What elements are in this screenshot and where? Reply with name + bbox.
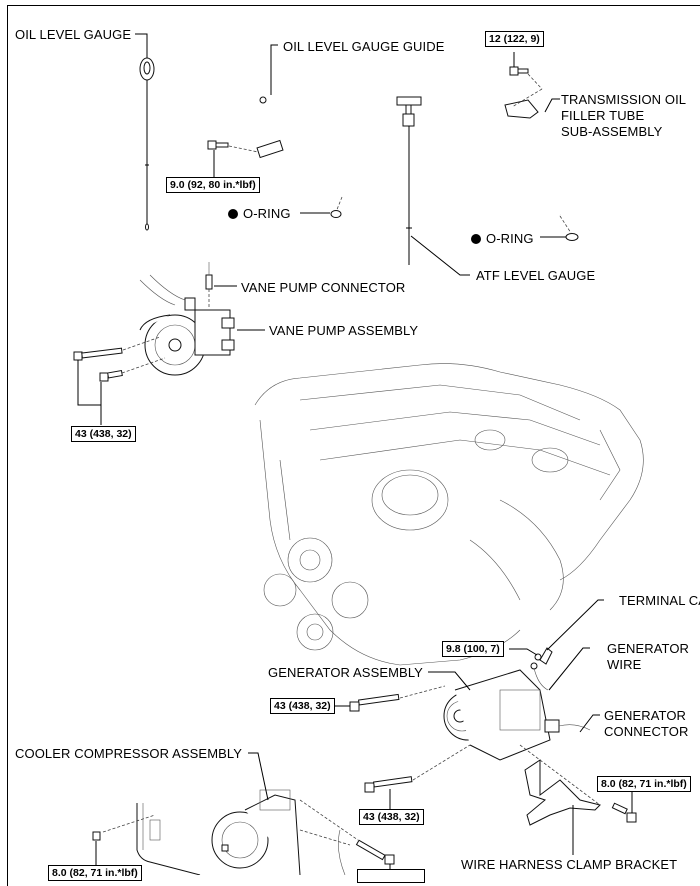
non-reusable-dot-icon — [471, 234, 481, 244]
label-o-ring-1: O-RING — [228, 206, 291, 221]
generator-part — [443, 669, 551, 761]
label-wire-harness-clamp-bracket: WIRE HARNESS CLAMP BRACKET — [461, 857, 678, 872]
torque-filler-tube-bolt: 12 (122, 9) — [485, 31, 544, 47]
transmission-filler-tube-part — [486, 74, 562, 216]
label-vane-pump-connector: VANE PUMP CONNECTOR — [241, 280, 406, 295]
torque-compressor-bracket-bolt: 8.0 (82, 71 in.*lbf) — [48, 865, 142, 881]
engine-block-part — [254, 363, 644, 666]
generator-wire-nut — [534, 653, 542, 661]
o-ring-part — [330, 210, 342, 218]
label-generator-wire-line2: WIRE — [607, 657, 642, 672]
oil-level-gauge-guide-part — [256, 96, 352, 198]
o-ring-text: O-RING — [486, 231, 534, 246]
label-transmission-line3: SUB-ASSEMBLY — [561, 124, 663, 139]
bolt-icon — [509, 66, 519, 76]
label-cooler-compressor-assembly: COOLER COMPRESSOR ASSEMBLY — [15, 746, 243, 761]
leader-generator-wire — [548, 647, 590, 691]
label-generator-assembly: GENERATOR ASSEMBLY — [268, 665, 423, 680]
leader-transmission-filler-tube — [544, 98, 560, 113]
bolt-icon — [92, 831, 101, 841]
torque-clamp-bracket-bolt: 8.0 (82, 71 in.*lbf) — [597, 776, 691, 792]
o-ring-text: O-RING — [243, 206, 291, 221]
label-oil-level-gauge-guide: OIL LEVEL GAUGE GUIDE — [283, 39, 445, 54]
leader-cooler-compressor — [248, 752, 269, 801]
torque-generator-wire-nut: 9.8 (100, 7) — [442, 641, 504, 657]
torque-vane-pump-bolts: 43 (438, 32) — [71, 426, 136, 442]
atf-level-gauge-part — [396, 96, 422, 265]
bolt-icon — [73, 347, 123, 382]
label-vane-pump-assembly: VANE PUMP ASSEMBLY — [269, 323, 419, 338]
torque-compressor-bolt-cutoff — [357, 869, 425, 883]
torque-gauge-guide-bolt: 9.0 (92, 80 in.*lbf) — [166, 177, 260, 193]
label-o-ring-2: O-RING — [471, 231, 534, 246]
bolt-icon — [349, 693, 400, 712]
leader-generator-assembly — [428, 671, 471, 691]
leader-oil-level-gauge — [135, 33, 148, 58]
torque-generator-bolt-lower: 43 (438, 32) — [359, 809, 424, 825]
o-ring-part — [565, 233, 579, 241]
label-generator-connector-line2: CONNECTOR — [604, 724, 689, 739]
label-terminal-cap: TERMINAL CAP — [619, 593, 700, 608]
oil-level-gauge-part — [139, 57, 155, 231]
label-generator-connector-line1: GENERATOR — [604, 708, 687, 723]
generator-connector-part — [544, 719, 560, 733]
diagram-frame — [7, 5, 700, 886]
vane-pump-connector-part — [205, 274, 213, 290]
label-atf-level-gauge: ATF LEVEL GAUGE — [476, 268, 596, 283]
bolt-icon — [207, 140, 229, 150]
non-reusable-dot-icon — [228, 209, 238, 219]
bolt-icon — [355, 839, 395, 865]
cooler-compressor-part — [211, 789, 301, 875]
leader-atf-level-gauge — [410, 235, 470, 276]
wire-harness-clamp-bracket-part — [524, 759, 601, 826]
leader-oil-level-gauge-guide — [270, 44, 278, 95]
torque-generator-bolt-upper: 43 (438, 32) — [270, 698, 335, 714]
label-oil-level-gauge: OIL LEVEL GAUGE — [15, 27, 132, 42]
label-transmission-line1: TRANSMISSION OIL — [561, 92, 687, 107]
label-transmission-line2: FILLER TUBE — [561, 108, 645, 123]
bolt-icon — [364, 776, 413, 793]
terminal-cap-part — [539, 647, 553, 665]
vane-pump-part — [139, 274, 235, 376]
bolt-icon — [626, 812, 637, 823]
leader-terminal-cap — [546, 599, 604, 651]
label-generator-wire-line1: GENERATOR — [607, 641, 690, 656]
